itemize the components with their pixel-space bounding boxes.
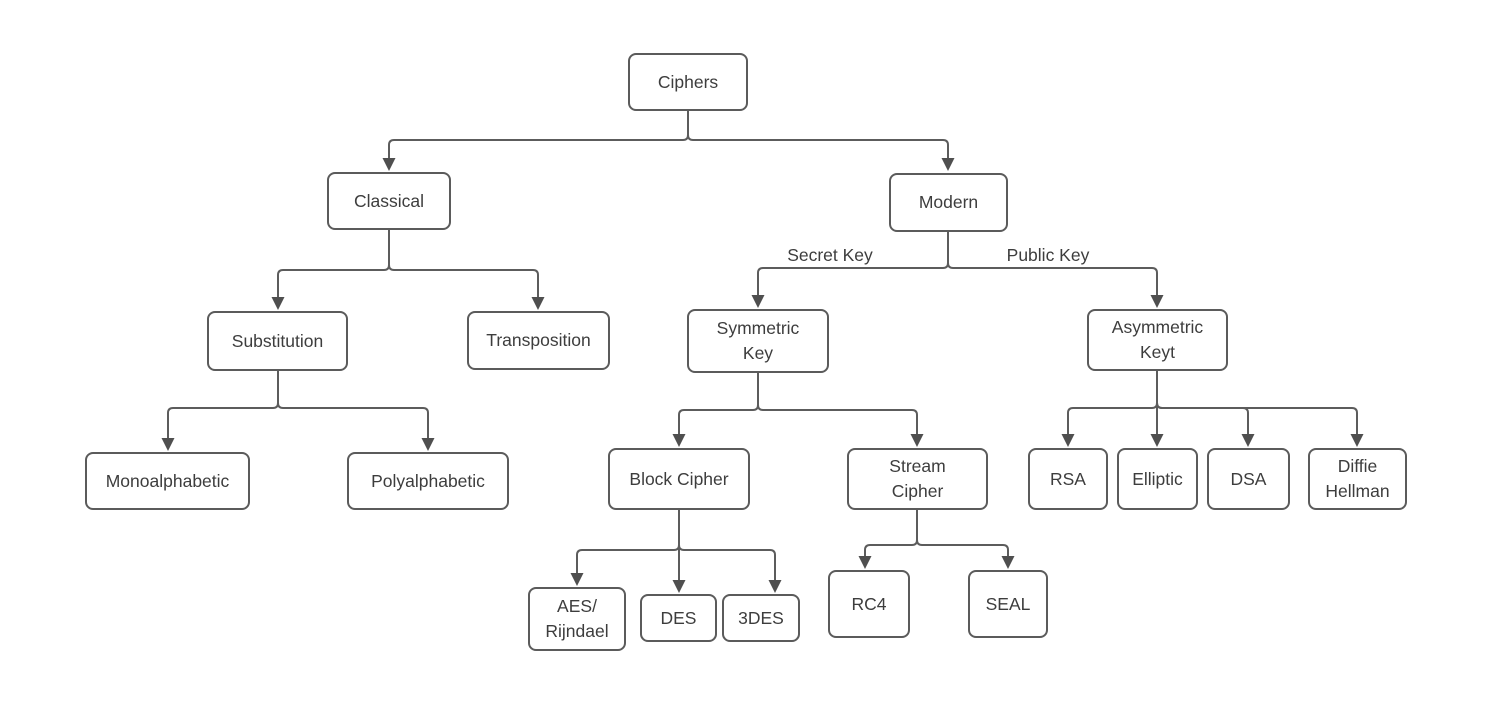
node-polyalphabetic: Polyalphabetic — [347, 452, 509, 510]
edge-classical-transposition — [388, 230, 545, 310]
edge-ciphers-modern — [687, 111, 955, 171]
node-seal: SEAL — [968, 570, 1048, 638]
node-triple-des: 3DES — [722, 594, 800, 642]
node-ciphers: Ciphers — [628, 53, 748, 111]
node-des: DES — [640, 594, 717, 642]
node-transposition: Transposition — [467, 311, 610, 370]
node-symmetric-key: Symmetric Key — [687, 309, 829, 373]
edge-stream-seal — [916, 510, 1015, 569]
node-block-cipher: Block Cipher — [608, 448, 750, 510]
node-stream-cipher: Stream Cipher — [847, 448, 988, 510]
edge-asymmetric-diffie-hellman — [1156, 371, 1364, 447]
edge-symmetric-block-cipher — [672, 373, 759, 447]
node-modern: Modern — [889, 173, 1008, 232]
edge-substitution-monoalphabetic — [161, 371, 279, 451]
node-classical: Classical — [327, 172, 451, 230]
node-rc4: RC4 — [828, 570, 910, 638]
edge-modern-asymmetric-key — [947, 232, 1164, 308]
node-aes-rijndael: AES/ Rijndael — [528, 587, 626, 651]
node-diffie-hellman: Diffie Hellman — [1308, 448, 1407, 510]
edge-classical-substitution — [271, 230, 390, 310]
edge-block-aes-rijndael — [570, 510, 680, 586]
node-monoalphabetic: Monoalphabetic — [85, 452, 250, 510]
node-substitution: Substitution — [207, 311, 348, 371]
edge-stream-rc4 — [858, 510, 918, 569]
edge-label-public-key: Public Key — [1006, 245, 1090, 265]
edge-ciphers-classical — [382, 111, 689, 171]
edge-asymmetric-rsa — [1061, 371, 1158, 447]
node-asymmetric-key: Asymmetric Keyt — [1087, 309, 1228, 371]
node-rsa: RSA — [1028, 448, 1108, 510]
edge-label-secret-key: Secret Key — [787, 245, 873, 265]
edge-substitution-polyalphabetic — [277, 371, 435, 451]
edge-block-triple-des — [678, 510, 782, 593]
node-dsa: DSA — [1207, 448, 1290, 510]
edge-symmetric-stream-cipher — [757, 373, 924, 447]
node-elliptic: Elliptic — [1117, 448, 1198, 510]
